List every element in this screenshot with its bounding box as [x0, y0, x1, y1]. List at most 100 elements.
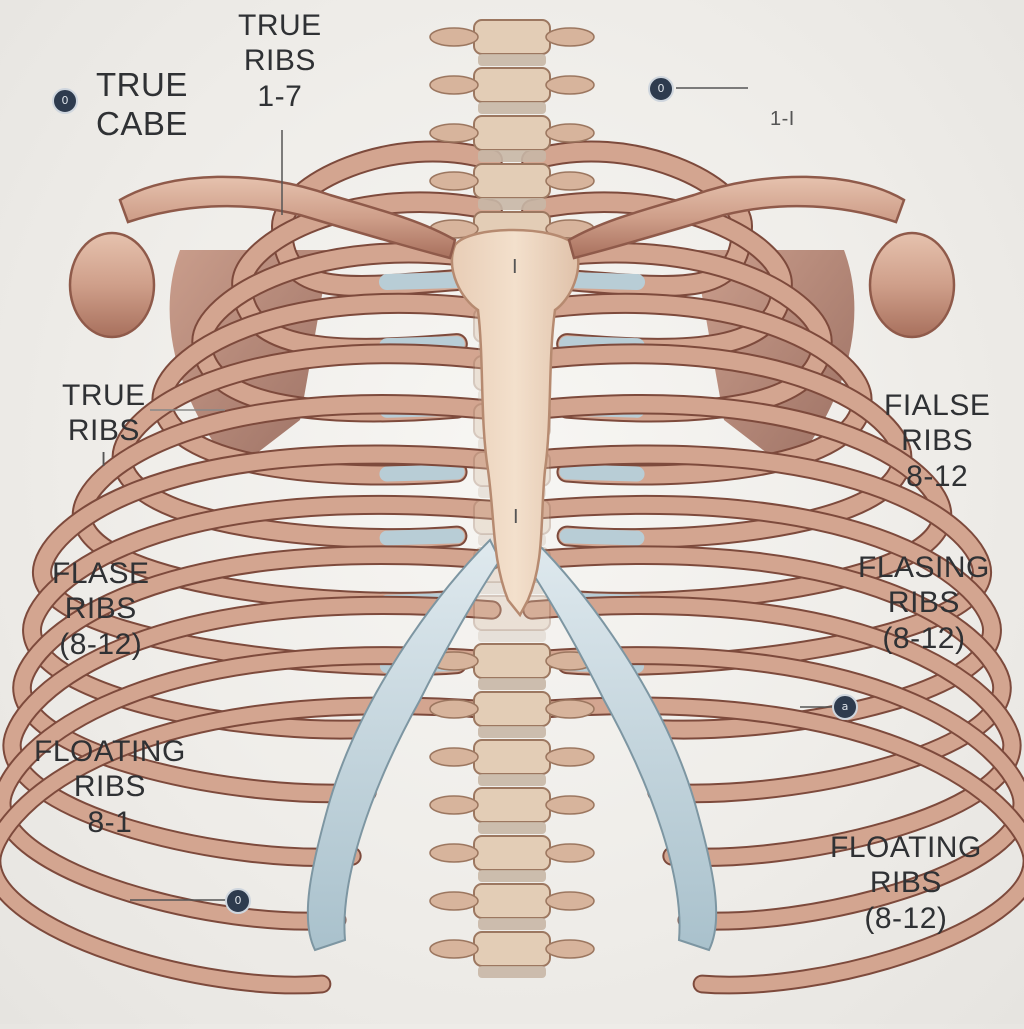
disc-3	[478, 150, 546, 162]
rib-1-right-cartilage	[559, 272, 645, 290]
left-clavicle	[118, 175, 457, 260]
vertebra-1	[473, 19, 551, 55]
rib-1-left-cartilage	[379, 272, 465, 290]
vertebra-1-process	[545, 27, 595, 47]
disc-17	[478, 822, 546, 834]
label-false-ribs-left: FLASE RIBS (8-12)	[52, 556, 150, 662]
label-floating-ribs-left-line1: FLOATING	[34, 735, 186, 768]
label-floating-ribs-left-line3: 8-1	[87, 805, 133, 839]
vertebra-18	[473, 835, 551, 871]
marker-right-mid: a	[832, 694, 858, 720]
label-true-cage-line2: CABE	[96, 104, 188, 142]
vertebra-18-process	[545, 843, 595, 863]
left-humeral-head	[68, 231, 156, 339]
rib-10-right	[524, 597, 1020, 865]
disc-20	[478, 966, 546, 978]
vertebra-19-process	[429, 891, 479, 911]
vertebra-19-process	[545, 891, 595, 911]
label-floating-ribs-right: FLOATING RIBS (8-12)	[830, 830, 982, 936]
label-floating-ribs-right-line2: RIBS	[869, 866, 942, 900]
label-true-ribs-top-line2: RIBS	[243, 44, 316, 78]
vertebra-14	[473, 643, 551, 679]
rib-12-right	[524, 698, 1024, 993]
disc-16	[478, 774, 546, 786]
vertebra-17-process	[545, 795, 595, 815]
label-true-ribs-left-line1: TRUE	[62, 379, 146, 412]
disc-18	[478, 870, 546, 882]
vertebra-4-process	[429, 171, 479, 191]
label-false-ribs-left-line1: FLASE	[52, 557, 150, 590]
right-clavicle	[567, 175, 906, 260]
label-top-right-number: 1-I	[770, 108, 795, 130]
vertebra-2-process	[545, 75, 595, 95]
label-true-ribs-left: TRUE RIBS I	[62, 378, 146, 472]
label-false-ribs-left-line2: RIBS	[64, 592, 137, 626]
sternum-mark-upper: I	[512, 256, 519, 278]
label-flasing-ribs-right-line1: FLASING	[858, 551, 990, 584]
rib-5-right-cartilage	[559, 528, 645, 546]
disc-14	[478, 678, 546, 690]
rib-9-left	[14, 547, 500, 802]
label-false-ribs-right: FIALSE RIBS 8-12	[884, 388, 990, 494]
label-false-ribs-right-line3: 8-12	[906, 459, 969, 493]
vertebra-3-process	[545, 123, 595, 143]
vertebra-2	[473, 67, 551, 103]
label-false-ribs-left-line3: (8-12)	[59, 627, 143, 661]
rib-10-left	[4, 597, 500, 865]
right-humeral-head	[868, 231, 956, 339]
ribs-group	[0, 140, 1024, 995]
vertebra-17	[473, 787, 551, 823]
vertebra-15	[473, 691, 551, 727]
vertebra-16-process	[429, 747, 479, 767]
label-false-ribs-right-line1: FIALSE	[884, 389, 991, 422]
label-true-cage-line1: TRUE	[96, 66, 188, 103]
disc-19	[478, 918, 546, 930]
vertebra-20-process	[545, 939, 595, 959]
label-true-ribs-top: TRUE RIBS 1-7	[238, 8, 322, 114]
vertebra-2-process	[429, 75, 479, 95]
marker-top-left: 0	[52, 88, 78, 114]
vertebra-15-process	[545, 699, 595, 719]
label-flasing-ribs-right-line3: (8-12)	[882, 621, 966, 655]
marker-top-right: 0	[648, 76, 674, 102]
rib-4-right-cartilage	[559, 464, 645, 482]
vertebra-1-process	[429, 27, 479, 47]
vertebra-4	[473, 163, 551, 199]
disc-1	[478, 54, 546, 66]
label-false-ribs-right-line2: RIBS	[901, 424, 974, 458]
vertebra-17-process	[429, 795, 479, 815]
label-true-ribs-left-line2: RIBS	[67, 414, 140, 448]
disc-15	[478, 726, 546, 738]
vertebra-20-process	[429, 939, 479, 959]
label-floating-ribs-left-line2: RIBS	[73, 770, 146, 804]
vertebra-16	[473, 739, 551, 775]
label-floating-ribs-right-line1: FLOATING	[830, 831, 982, 864]
vertebra-16-process	[545, 747, 595, 767]
rib-12-left	[0, 698, 500, 993]
vertebra-4-process	[545, 171, 595, 191]
rib-5-left-cartilage	[379, 528, 465, 546]
label-true-ribs-left-line3: I	[100, 448, 107, 471]
label-true-ribs-top-line3: 1-7	[257, 79, 303, 113]
label-true-ribs-top-line1: TRUE	[238, 9, 322, 42]
left-costal-cartilage	[306, 538, 502, 952]
vertebra-15-process	[429, 699, 479, 719]
rib-11-left	[0, 648, 500, 929]
disc-2	[478, 102, 546, 114]
vertebra-18-process	[429, 843, 479, 863]
label-true-cage: TRUE CABE	[96, 66, 188, 144]
label-flasing-ribs-right-line2: RIBS	[887, 586, 960, 620]
label-floating-ribs-right-line3: (8-12)	[864, 901, 948, 935]
rib-9-right	[524, 547, 1010, 802]
vertebra-3	[473, 115, 551, 151]
rib-4-left-cartilage	[379, 464, 465, 482]
vertebra-20	[473, 931, 551, 967]
right-costal-cartilage	[522, 538, 718, 952]
disc-13	[478, 630, 546, 642]
disc-4	[478, 198, 546, 210]
label-floating-ribs-left: FLOATING RIBS 8-1	[34, 734, 186, 840]
rib-11-right	[524, 648, 1024, 929]
vertebra-19	[473, 883, 551, 919]
